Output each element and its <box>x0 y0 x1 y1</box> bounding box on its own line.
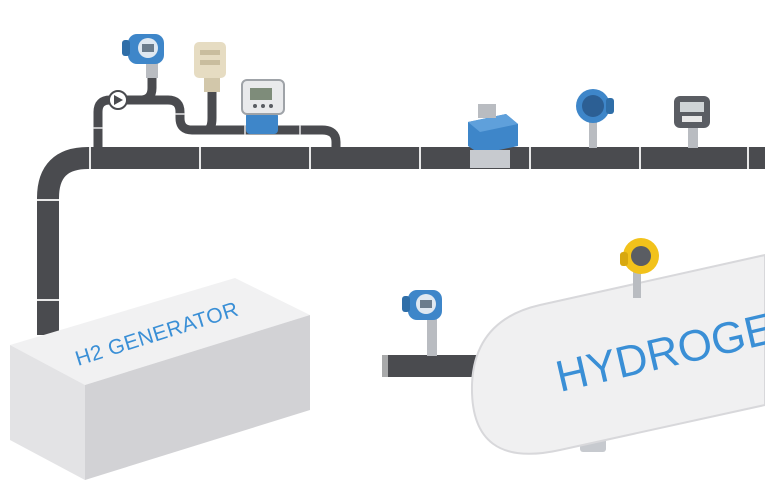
tank-inlet-pipe <box>382 355 492 377</box>
pressure-transmitter-icon <box>122 34 164 78</box>
flow-meter-display-icon <box>241 79 285 134</box>
flow-switch-icon <box>194 42 226 92</box>
gas-detector-icon <box>620 238 659 298</box>
pressure-transmitter-icon <box>402 290 442 356</box>
check-valve-icon <box>108 90 128 110</box>
main-pipeline <box>37 147 765 335</box>
coriolis-flowmeter-icon <box>468 104 518 168</box>
h2-generator-block: H2 GENERATOR <box>10 278 310 480</box>
level-indicator-icon <box>674 96 710 148</box>
temperature-transmitter-icon <box>576 89 614 148</box>
hydrogen-tank: HYDROGEN <box>470 253 765 455</box>
